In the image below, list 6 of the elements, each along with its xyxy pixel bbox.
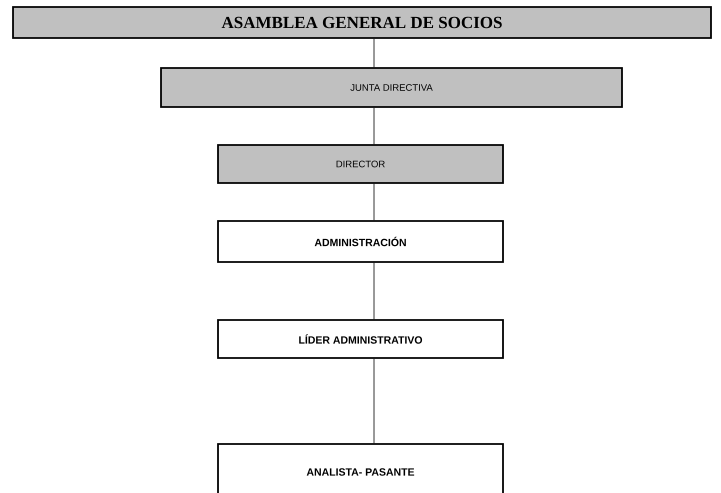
- org-box: JUNTA DIRECTIVA: [160, 67, 623, 108]
- org-box: ADMINISTRACIÓN: [217, 220, 504, 263]
- org-box: DIRECTOR: [217, 144, 504, 184]
- org-box: ANALISTA- PASANTE: [217, 443, 504, 493]
- org-box: LÍDER ADMINISTRATIVO: [217, 319, 504, 359]
- header-bar: ASAMBLEA GENERAL DE SOCIOS: [12, 6, 712, 39]
